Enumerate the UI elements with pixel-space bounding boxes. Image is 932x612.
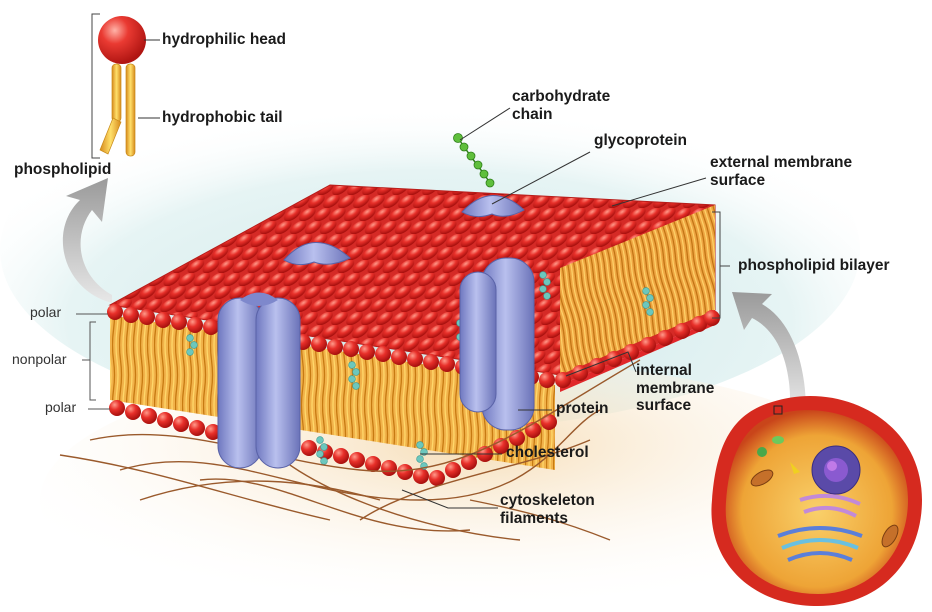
- label-polar-top: polar: [30, 305, 61, 321]
- label-cholesterol: cholesterol: [506, 444, 589, 462]
- label-glycoprotein: glycoprotein: [594, 132, 687, 150]
- animal-cell: [711, 396, 922, 606]
- label-phospholipid-bilayer: phospholipid bilayer: [738, 257, 890, 275]
- label-polar-bottom: polar: [45, 400, 76, 416]
- label-nonpolar: nonpolar: [12, 352, 67, 368]
- label-external-membrane-surface: external membrane surface: [710, 154, 852, 189]
- label-internal-membrane-surface: internal membrane surface: [636, 362, 714, 415]
- label-carbohydrate-chain: carbohydrate chain: [512, 88, 610, 123]
- transmembrane-protein-right: [460, 258, 534, 430]
- label-hydrophilic-head: hydrophilic head: [162, 31, 286, 49]
- label-phospholipid: phospholipid: [14, 161, 111, 179]
- label-cytoskeleton-filaments: cytoskeleton filaments: [500, 492, 595, 527]
- label-hydrophobic-tail: hydrophobic tail: [162, 109, 283, 127]
- channel-protein-left: [218, 293, 300, 469]
- label-protein: protein: [556, 400, 609, 418]
